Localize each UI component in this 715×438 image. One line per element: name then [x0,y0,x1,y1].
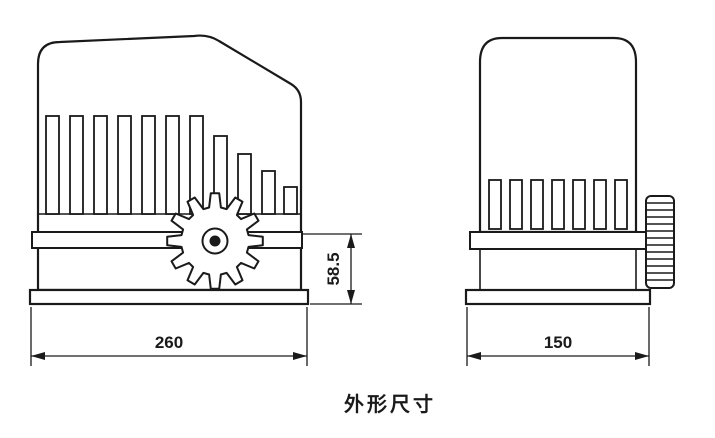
arrow-down-icon [347,290,355,304]
side-rail-band [469,231,647,250]
gear-side-body [645,195,675,289]
arrow-left-icon [467,352,481,360]
dimension-rack-height: 58.5 [303,233,362,305]
dimension-side-width: 150 [466,307,650,366]
side-lower-housing [479,249,637,290]
gear-side-teeth-lines [646,202,674,281]
arrow-left-icon [31,352,45,360]
gear-side [645,195,675,289]
gear-shaft-center [209,235,221,247]
front-cooling-fins [45,115,298,215]
front-view [28,34,310,306]
gear-front [166,192,264,290]
side-base-plate [464,288,652,306]
side-view [464,36,675,306]
caption: 外形尺寸 [344,392,436,416]
front-base-plate [28,288,310,306]
arrow-right-icon [635,352,649,360]
rack-height-value: 58.5 [324,252,343,285]
front-width-value: 260 [155,333,183,352]
arrow-right-icon [293,352,307,360]
side-cooling-slots [488,179,628,230]
side-width-value: 150 [544,333,572,352]
arrow-up-icon [347,234,355,248]
dimension-front-width: 260 [30,307,308,366]
